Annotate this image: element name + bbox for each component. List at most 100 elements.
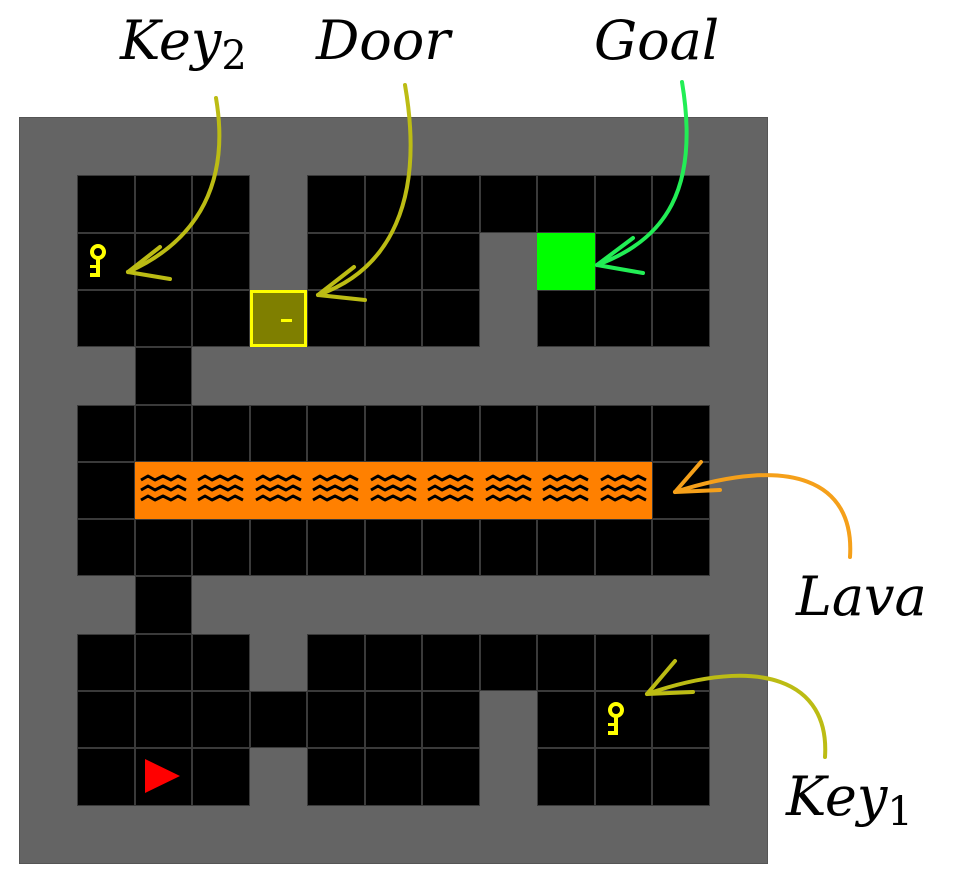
- floor-cell: [652, 175, 710, 233]
- lava-waves-icon: [542, 474, 589, 502]
- label-key1: Key1: [786, 770, 913, 833]
- lava-cell: [249, 461, 308, 520]
- lava-cell: [594, 461, 653, 520]
- floor-cell: [652, 691, 710, 749]
- floor-cell: [307, 175, 365, 233]
- floor-cell: [134, 404, 193, 462]
- lava-cell: [479, 461, 538, 520]
- label-key2-text: Key: [120, 9, 222, 72]
- floor-cell: [134, 576, 193, 634]
- goal-cell: [537, 232, 595, 290]
- floor-cell: [652, 519, 710, 577]
- floor-cell: [422, 519, 480, 577]
- lava-cell: [307, 461, 365, 520]
- key-cell: [77, 232, 135, 290]
- floor-cell: [422, 404, 480, 462]
- locked-door: [249, 289, 308, 348]
- floor-cell: [594, 633, 653, 692]
- key-cell: [594, 691, 653, 749]
- lava-waves-icon: [370, 474, 417, 502]
- floor-cell: [364, 691, 423, 749]
- floor-cell: [594, 748, 653, 806]
- floor-cell: [422, 175, 480, 233]
- floor-cell: [594, 404, 653, 462]
- floor-cell: [422, 748, 480, 806]
- floor-cell: [134, 347, 193, 405]
- lava-waves-icon: [255, 474, 302, 502]
- floor-cell: [307, 519, 365, 577]
- floor-cell: [364, 232, 423, 290]
- floor-cell: [192, 404, 250, 462]
- floor-cell: [652, 748, 710, 806]
- floor-cell: [134, 633, 193, 692]
- lava-cell: [364, 461, 423, 520]
- floor-cell: [134, 175, 193, 233]
- floor-cell: [77, 175, 135, 233]
- floor-cell: [364, 404, 423, 462]
- floor-cell: [192, 691, 250, 749]
- floor-cell: [134, 232, 193, 290]
- floor-cell: [537, 404, 595, 462]
- floor-cell: [364, 289, 423, 348]
- floor-cell: [364, 748, 423, 806]
- lava-cell: [192, 461, 250, 520]
- agent-cell: [134, 748, 193, 806]
- floor-cell: [422, 633, 480, 692]
- floor-cell: [77, 289, 135, 348]
- floor-cell: [594, 519, 653, 577]
- agent-triangle-icon: [144, 759, 180, 794]
- floor-cell: [192, 232, 250, 290]
- floor-cell: [537, 633, 595, 692]
- floor-cell: [192, 748, 250, 806]
- floor-cell: [422, 232, 480, 290]
- floor-cell: [307, 691, 365, 749]
- floor-cell: [364, 633, 423, 692]
- floor-cell: [537, 748, 595, 806]
- floor-cell: [594, 232, 653, 290]
- floor-cell: [134, 519, 193, 577]
- floor-cell: [192, 289, 250, 348]
- floor-cell: [652, 289, 710, 348]
- lava-cell: [422, 461, 480, 520]
- floor-cell: [479, 404, 538, 462]
- floor-cell: [77, 519, 135, 577]
- floor-cell: [479, 519, 538, 577]
- floor-cell: [249, 519, 308, 577]
- floor-cell: [652, 461, 710, 520]
- label-key2-subscript: 2: [221, 33, 247, 79]
- lava-waves-icon: [599, 474, 647, 502]
- label-goal: Goal: [594, 9, 720, 72]
- floor-cell: [77, 404, 135, 462]
- lava-waves-icon: [484, 474, 532, 502]
- floor-cell: [537, 175, 595, 233]
- floor-cell: [422, 289, 480, 348]
- floor-cell: [77, 748, 135, 806]
- label-key1-text: Key: [786, 765, 888, 828]
- floor-cell: [192, 175, 250, 233]
- floor-cell: [249, 691, 308, 749]
- floor-cell: [77, 461, 135, 520]
- floor-cell: [192, 633, 250, 692]
- lava-waves-icon: [140, 474, 187, 502]
- label-door: Door: [316, 9, 451, 72]
- floor-cell: [652, 404, 710, 462]
- floor-cell: [134, 289, 193, 348]
- floor-cell: [249, 404, 308, 462]
- key-icon: [90, 243, 107, 277]
- floor-cell: [652, 633, 710, 692]
- floor-cell: [307, 748, 365, 806]
- floor-cell: [479, 175, 538, 233]
- lava-waves-icon: [312, 474, 359, 502]
- floor-cell: [77, 691, 135, 749]
- label-key2: Key2: [120, 14, 247, 79]
- door-handle-icon: [280, 318, 292, 322]
- lava-cell: [134, 461, 193, 520]
- floor-cell: [77, 633, 135, 692]
- floor-cell: [364, 175, 423, 233]
- floor-cell: [537, 691, 595, 749]
- floor-cell: [364, 519, 423, 577]
- gridworld-board: [20, 118, 767, 863]
- floor-cell: [479, 633, 538, 692]
- floor-cell: [537, 519, 595, 577]
- floor-cell: [307, 289, 365, 348]
